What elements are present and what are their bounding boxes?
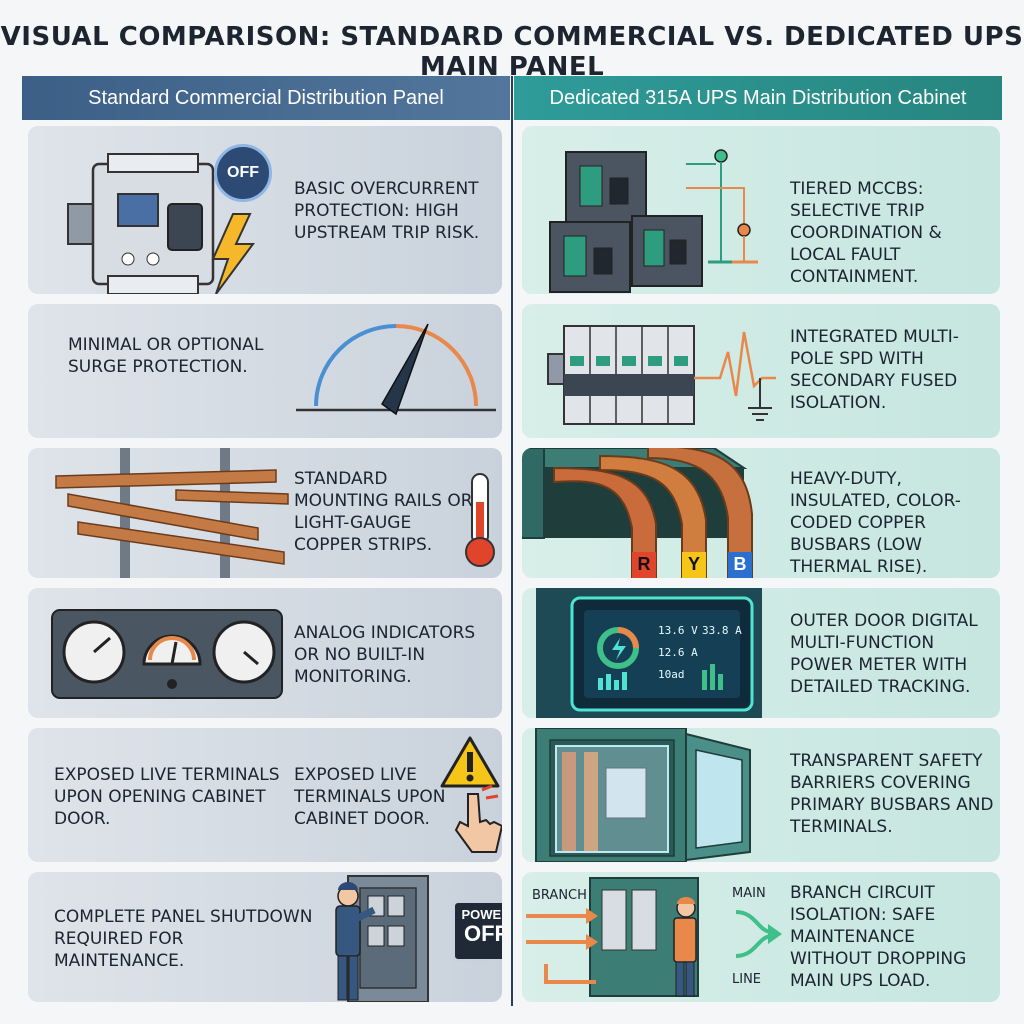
right-text-mccb: TIERED MCCBS: SELECTIVE TRIP COORDINATIO… [790, 179, 942, 287]
busbar-label-y: Y [687, 554, 700, 574]
left-card-exposed: EXPOSED LIVE TERMINALS UPON OPENING CABI… [28, 728, 502, 862]
left-text-shutdown: COMPLETE PANEL SHUTDOWN REQUIRED FOR MAI… [54, 907, 313, 971]
breaker-icon [67, 153, 255, 294]
left-card-rails: STANDARD MOUNTING RAILS OR LIGHT-GAUGE C… [28, 448, 502, 578]
left-text-exposed: EXPOSED LIVE TERMINALS UPON OPENING CABI… [54, 765, 280, 829]
left-text-analog: ANALOG INDICATORS OR NO BUILT-IN MONITOR… [294, 623, 476, 687]
thermometer-icon [465, 473, 495, 567]
main-label: MAIN [732, 886, 766, 901]
branch-label: BRANCH [532, 888, 587, 903]
right-text-barrier: TRANSPARENT SAFETY BARRIERS COVERING PRI… [790, 751, 994, 837]
pointing-hand-icon [454, 784, 502, 853]
off-badge: OFF [214, 144, 272, 202]
right-column-header: Dedicated 315A UPS Main Distribution Cab… [514, 76, 1002, 120]
right-card-meter: 13.6 V 33.8 A 12.6 A 10ad OUTER DOOR DIG… [522, 588, 1000, 718]
column-divider [511, 76, 513, 1006]
left-text-rails: STANDARD MOUNTING RAILS OR LIGHT-GAUGE C… [294, 469, 473, 555]
busbar-icon [522, 448, 753, 578]
right-text-meter: OUTER DOOR DIGITAL MULTI-FUNCTION POWER … [790, 611, 978, 697]
right-card-busbar: R Y B HEAVY-DUTY, INSULATED, COLOR-CODED… [522, 448, 1000, 578]
right-card-barrier: TRANSPARENT SAFETY BARRIERS COVERING PRI… [522, 728, 1000, 862]
digital-meter-icon [536, 588, 762, 718]
busbar-label-r: R [637, 554, 651, 574]
meter-value-load: 10ad [658, 668, 685, 681]
right-card-spd: INTEGRATED MULTI-POLE SPD WITH SECONDARY… [522, 304, 1000, 438]
left-text-overcurrent: BASIC OVERCURRENT PROTECTION: HIGH UPSTR… [294, 179, 480, 243]
line-label: LINE [732, 972, 762, 987]
warning-icon [440, 736, 500, 788]
meter-value-current: 33.8 A [702, 624, 742, 637]
left-text-exposed-alt: EXPOSED LIVE TERMINALS UPON CABINET DOOR… [294, 765, 446, 829]
right-text-spd: INTEGRATED MULTI-POLE SPD WITH SECONDARY… [790, 327, 959, 413]
page-title: VISUAL COMPARISON: STANDARD COMMERCIAL V… [0, 22, 1024, 82]
cabinet-barrier-icon [535, 728, 751, 862]
copper-strips-icon [55, 448, 289, 578]
gauge-icon [296, 323, 496, 416]
branch-isolation-icon [526, 877, 782, 997]
mccb-tiers-icon [549, 149, 758, 293]
busbar-label-b: B [733, 554, 747, 574]
spd-icon [547, 325, 776, 425]
left-text-surge: MINIMAL OR OPTIONAL SURGE PROTECTION. [68, 335, 264, 377]
power-off-badge: POWER OFF [452, 900, 502, 962]
right-text-busbar: HEAVY-DUTY, INSULATED, COLOR-CODED COPPE… [790, 469, 961, 577]
meter-value-voltage: 13.6 V [658, 624, 698, 637]
right-text-branch: BRANCH CIRCUIT ISOLATION: SAFE MAINTENAN… [790, 883, 967, 991]
analog-meters-icon [51, 609, 283, 699]
left-card-overcurrent: OFF BASIC OVERCURRENT PROTECTION: HIGH U… [28, 126, 502, 294]
left-card-analog: ANALOG INDICATORS OR NO BUILT-IN MONITOR… [28, 588, 502, 718]
left-card-shutdown: COMPLETE PANEL SHUTDOWN REQUIRED FOR MAI… [28, 872, 502, 1002]
technician-icon [335, 875, 429, 1002]
left-column-header: Standard Commercial Distribution Panel [22, 76, 510, 120]
right-card-mccb: TIERED MCCBS: SELECTIVE TRIP COORDINATIO… [522, 126, 1000, 294]
meter-value-current-2: 12.6 A [658, 646, 698, 659]
left-card-surge: MINIMAL OR OPTIONAL SURGE PROTECTION. [28, 304, 502, 438]
right-card-branch: BRANCH MAIN LINE BRANCH CIRCUIT ISOLATIO… [522, 872, 1000, 1002]
